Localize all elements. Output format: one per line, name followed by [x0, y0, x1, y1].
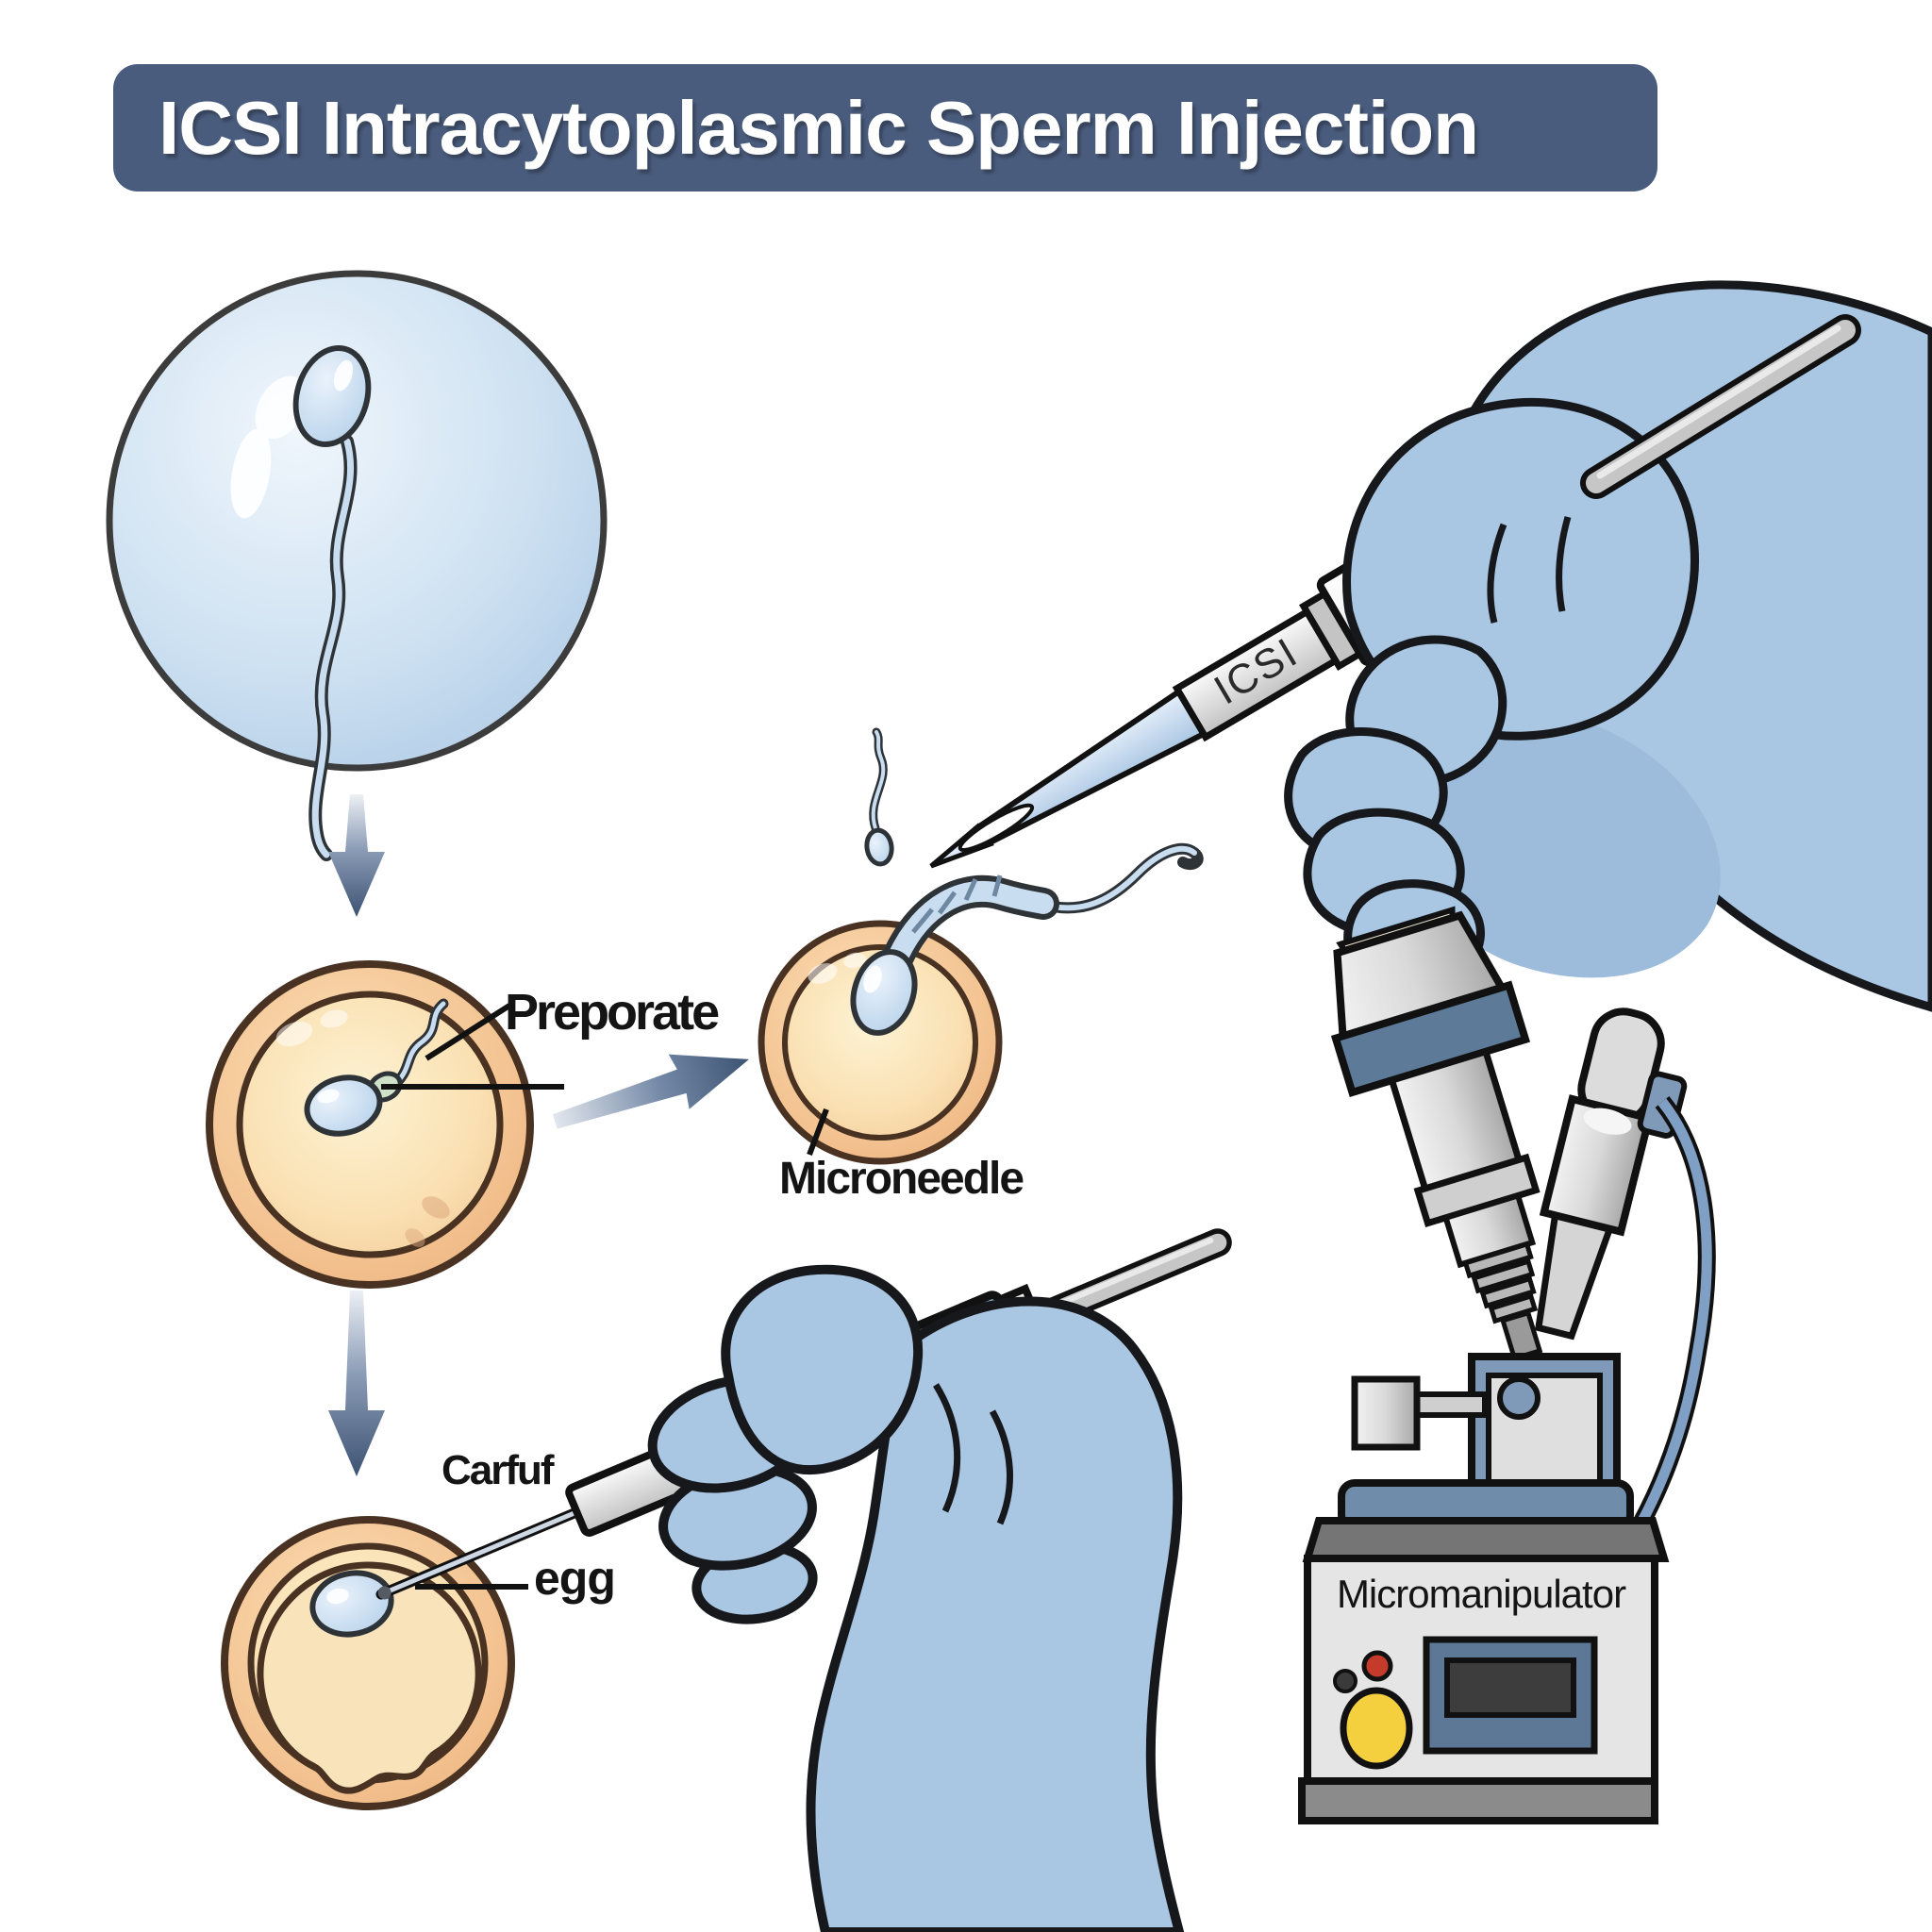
egg-with-sperm — [206, 960, 564, 1289]
sperm-cell-circle — [106, 270, 608, 861]
display-screen — [1444, 1657, 1576, 1718]
mount-knob — [1497, 1376, 1541, 1420]
side-rod — [1410, 1391, 1488, 1418]
leader-line-microneedle — [807, 1108, 829, 1157]
palm-crease — [933, 1383, 961, 1513]
label-preparation: Preporate — [505, 984, 720, 1041]
knuckle-crease — [1487, 523, 1507, 624]
glove-palm — [1416, 709, 1721, 978]
egg-microneedle — [758, 842, 1204, 1165]
small-dark-button[interactable] — [1333, 1669, 1357, 1693]
egg-injection — [221, 1516, 528, 1810]
leader-line-preparation — [425, 1003, 511, 1061]
micromanipulator-machine — [1298, 906, 1716, 1824]
arrow-down-1 — [328, 794, 385, 917]
red-indicator[interactable] — [1361, 1650, 1393, 1682]
label-careful: Carfuf — [441, 1447, 555, 1493]
machine-slab — [1302, 1517, 1670, 1562]
probe-handpiece — [1534, 1008, 1688, 1341]
glove-index-finger — [721, 1264, 924, 1475]
title-banner: ICSI Intracytoplasmic Sperm Injection — [113, 64, 1657, 192]
small-sperm — [864, 727, 894, 867]
arrow-right — [552, 1054, 749, 1129]
label-microneedle: Microneedle — [779, 1154, 1024, 1204]
palm-crease — [989, 1409, 1013, 1525]
label-egg: egg — [534, 1552, 616, 1605]
microscope-objective — [1330, 906, 1543, 1362]
label-micromanipulator: Micromanipulator — [1336, 1572, 1626, 1616]
machine-base — [1298, 1777, 1658, 1824]
yellow-button[interactable] — [1340, 1687, 1413, 1770]
glove-palm-wrist — [806, 1296, 1185, 1932]
side-cylinder — [1351, 1375, 1421, 1451]
knuckle-crease — [1556, 516, 1572, 612]
gloved-hand-bottom — [647, 1264, 1185, 1932]
page-title: ICSI Intracytoplasmic Sperm Injection — [158, 85, 1479, 170]
pen-plunger-rod — [1580, 314, 1861, 499]
arrow-down-2 — [328, 1291, 385, 1476]
gloved-hand-top — [1284, 280, 1932, 1012]
